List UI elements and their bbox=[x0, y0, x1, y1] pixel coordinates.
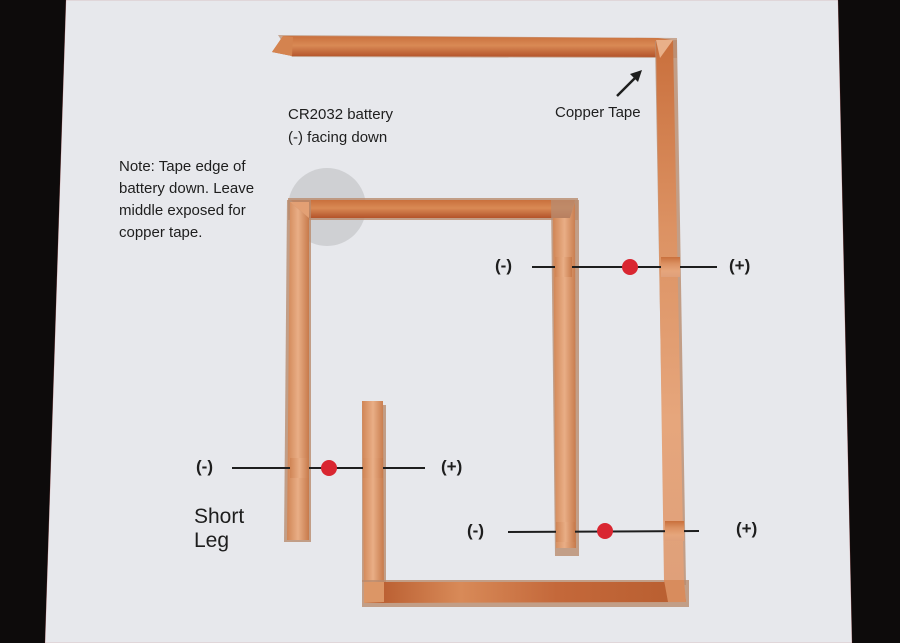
battery-subtitle-label: (-) facing down bbox=[288, 129, 388, 146]
note-line-1: Note: Tape edge of bbox=[119, 158, 246, 175]
battery-title-label: CR2032 battery bbox=[288, 106, 394, 123]
note-line-2: battery down. Leave bbox=[119, 180, 255, 197]
paper-sheet bbox=[45, 0, 852, 643]
copper-tape-top bbox=[272, 36, 672, 57]
led-3-negative-label: (-) bbox=[467, 521, 484, 540]
led-3-dot bbox=[597, 523, 613, 539]
led-1-dot bbox=[321, 460, 337, 476]
note-line-3: middle exposed for bbox=[119, 202, 246, 219]
copper-tape-label: Copper Tape bbox=[555, 104, 641, 121]
short-leg-line-2: Leg bbox=[194, 529, 230, 552]
led-2-positive-label: (+) bbox=[729, 256, 751, 275]
copper-tape-left-leg bbox=[287, 202, 309, 540]
led-1-positive-label: (+) bbox=[441, 457, 463, 476]
led-3-positive-label: (+) bbox=[736, 519, 758, 538]
copper-tape-inner-right bbox=[553, 202, 576, 548]
copper-tape-battery-top bbox=[291, 200, 575, 218]
copper-tape-right-outer bbox=[656, 40, 684, 582]
short-leg-line-1: Short bbox=[194, 505, 245, 528]
copper-tape-bottom bbox=[364, 582, 686, 603]
led-2-dot bbox=[622, 259, 638, 275]
battery-note: Note: Tape edge of battery down. Leave m… bbox=[119, 156, 254, 244]
led-2-negative-label: (-) bbox=[495, 256, 512, 275]
note-line-4: copper tape. bbox=[119, 224, 203, 241]
short-leg-label: Short Leg bbox=[194, 505, 244, 553]
copper-tape-center-leg bbox=[362, 401, 384, 600]
led-1-negative-label: (-) bbox=[196, 457, 213, 476]
